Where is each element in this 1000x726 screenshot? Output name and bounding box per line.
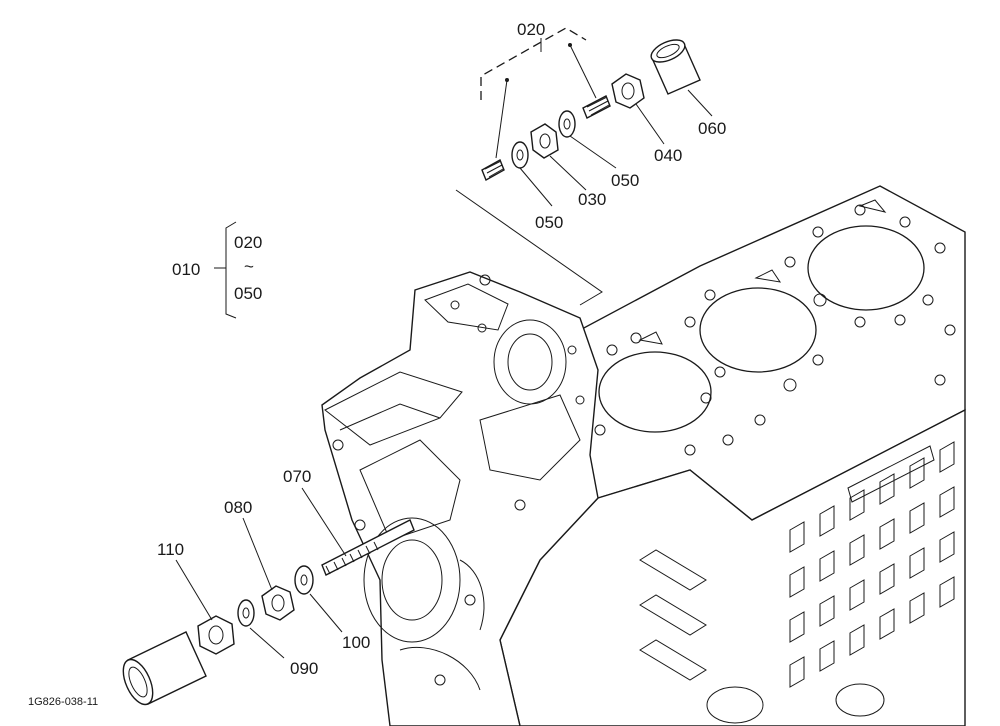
lower-parts-group	[122, 487, 415, 706]
label-040: 040	[654, 146, 682, 165]
label-070: 070	[283, 467, 311, 486]
label-050-upper: 050	[611, 171, 639, 190]
label-050-range-end: 050	[234, 284, 262, 303]
washer-090	[237, 599, 255, 627]
part-labels: 010 020 ~ 050 020 060 040 050 030 050 07…	[28, 20, 726, 708]
stud-bolt-lower	[481, 159, 505, 181]
label-020-range-start: 020	[234, 233, 262, 252]
nut-030	[530, 123, 559, 159]
leader-020-to-block	[455, 189, 603, 306]
label-020: 020	[517, 20, 545, 39]
label-100: 100	[342, 633, 370, 652]
nut-040	[611, 73, 645, 109]
cap-nut-110	[197, 615, 235, 655]
label-range-symbol: ~	[244, 257, 254, 276]
label-080: 080	[224, 498, 252, 517]
sleeve-110	[122, 631, 207, 706]
assembly-bracket-010	[214, 221, 237, 319]
washer-100	[294, 565, 314, 595]
group-bracket-020	[480, 27, 587, 100]
nut-080	[261, 585, 295, 621]
label-010: 010	[172, 260, 200, 279]
washer-050-upper	[558, 110, 576, 138]
label-050-lower: 050	[535, 213, 563, 232]
label-110: 110	[157, 540, 184, 559]
cap-060	[650, 39, 701, 95]
label-060: 060	[698, 119, 726, 138]
label-030: 030	[578, 190, 606, 209]
washer-050-lower	[511, 141, 529, 169]
stud-bolt-upper	[582, 95, 611, 119]
stud-bolt-070	[321, 519, 415, 576]
upper-parts-group	[455, 27, 713, 306]
figure-code: 1G826-038-11	[28, 696, 98, 708]
label-090: 090	[290, 659, 318, 678]
engine-block	[321, 185, 966, 726]
